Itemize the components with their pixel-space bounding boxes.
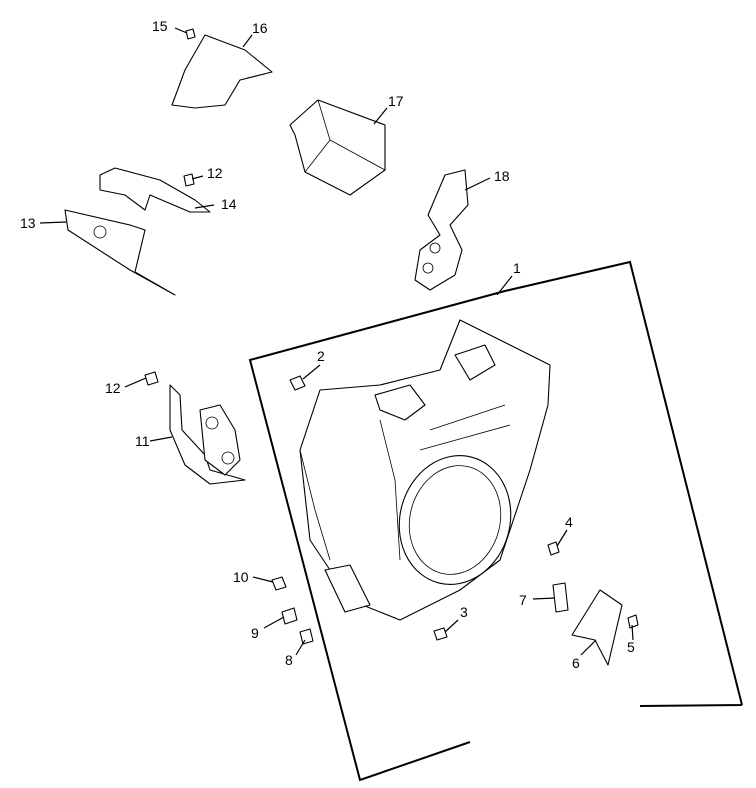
callout-5: 5: [627, 639, 635, 655]
callout-12-upper: 12: [207, 165, 223, 181]
callout-7: 7: [519, 592, 527, 608]
assembly-frame: [248, 260, 743, 782]
callout-9: 9: [251, 625, 259, 641]
part-12-screw-lower: [144, 371, 159, 386]
callout-18: 18: [494, 168, 510, 184]
callout-6: 6: [572, 655, 580, 671]
callout-10: 10: [233, 569, 249, 585]
part-12-screw-upper: [183, 173, 195, 187]
part-4-screw: [547, 541, 560, 556]
part-8-fitting: [299, 628, 314, 645]
part-14-bracket: [99, 167, 211, 213]
callout-3: 3: [460, 604, 468, 620]
callout-17: 17: [388, 93, 404, 109]
part-16-cover: [171, 34, 273, 109]
callout-15: 15: [152, 18, 168, 34]
callout-12-lower: 12: [105, 380, 121, 396]
part-9-fitting: [281, 607, 298, 625]
part-15-screw: [185, 28, 196, 40]
callout-13: 13: [20, 215, 36, 231]
part-7-clip-nut: [552, 582, 569, 613]
callout-16: 16: [252, 20, 268, 36]
part-11-bracket: [169, 384, 246, 485]
part-1-blower-housing: [299, 319, 551, 621]
part-13-shroud: [64, 209, 176, 296]
callout-8: 8: [285, 652, 293, 668]
part-6-baffle: [571, 589, 623, 666]
callout-2: 2: [317, 348, 325, 364]
part-2-grommet: [289, 375, 306, 391]
callout-1: 1: [513, 260, 521, 276]
callout-4: 4: [565, 514, 573, 530]
leader-lines: [39, 27, 634, 656]
part-10-plug: [271, 576, 287, 591]
part-5-screw: [627, 614, 639, 629]
callout-14: 14: [221, 196, 237, 212]
part-18-bracket: [414, 169, 469, 291]
part-3-clip: [433, 627, 448, 641]
part-17-duct: [289, 99, 386, 196]
callout-11: 11: [135, 433, 150, 449]
